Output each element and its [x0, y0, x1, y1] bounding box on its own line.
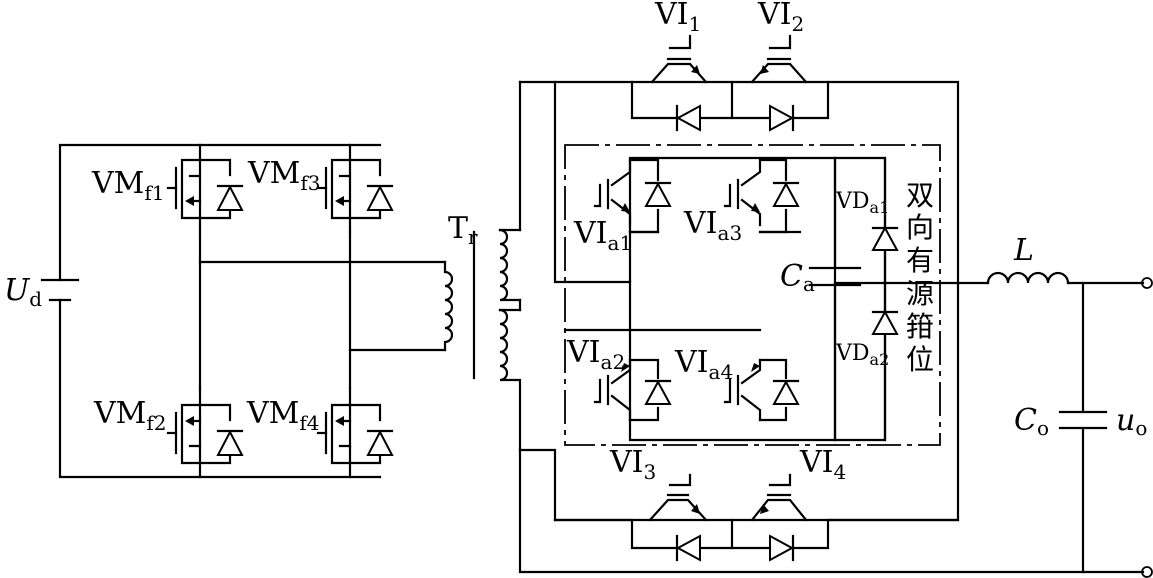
label-vmf4: VMf4 — [246, 396, 320, 435]
label-vi3: VI3 — [609, 445, 656, 484]
label-vmf3: VMf3 — [247, 156, 321, 195]
label-vda1: VDa1 — [835, 189, 889, 217]
label-via2: VIa2 — [566, 335, 625, 374]
dc-source-ud — [40, 278, 80, 302]
clamp-char-4: 源 — [906, 277, 934, 310]
label-vi2: VI2 — [757, 0, 804, 36]
label-l: L — [1013, 233, 1034, 268]
mosfet-vmf2 — [166, 403, 244, 465]
label-ud: Ud — [4, 273, 42, 311]
mosfet-vmf3 — [316, 158, 394, 220]
transformer-tr — [443, 80, 522, 452]
mosfet-vmf1 — [166, 158, 244, 220]
diodes-vda — [871, 156, 899, 442]
label-vmf2: VMf2 — [93, 396, 167, 435]
label-vi4: VI4 — [799, 445, 846, 484]
secondary-wiring — [518, 80, 1145, 574]
label-via4: VIa4 — [674, 345, 733, 384]
label-vmf1: VMf1 — [91, 166, 165, 205]
mosfet-vmf4 — [316, 403, 394, 465]
label-via3: VIa3 — [683, 206, 742, 245]
label-tr: Tr — [448, 211, 478, 249]
clamp-char-1: 双 — [906, 179, 934, 212]
igbt-via4 — [723, 358, 800, 422]
label-uo: uo — [1116, 403, 1147, 440]
output-filter — [833, 271, 1153, 578]
label-clamp: 双 向 有 源 箝 位 — [906, 179, 934, 376]
label-vda2: VDa2 — [835, 341, 889, 369]
clamp-char-3: 有 — [906, 244, 934, 277]
label-vi1: VI1 — [654, 0, 701, 36]
active-clamp — [563, 144, 941, 446]
clamp-char-6: 位 — [906, 343, 934, 376]
input-bridge — [40, 143, 447, 479]
igbt-via3 — [723, 158, 800, 234]
switch-pair-top — [630, 34, 830, 132]
igbt-via2 — [593, 358, 672, 422]
clamp-char-2: 向 — [906, 211, 934, 244]
label-ca: Ca — [780, 259, 815, 296]
switch-pair-bottom — [553, 473, 960, 562]
label-co: Co — [1014, 403, 1049, 440]
igbt-via1 — [593, 158, 672, 234]
clamp-char-5: 箝 — [906, 310, 934, 343]
label-via1: VIa1 — [573, 216, 632, 255]
